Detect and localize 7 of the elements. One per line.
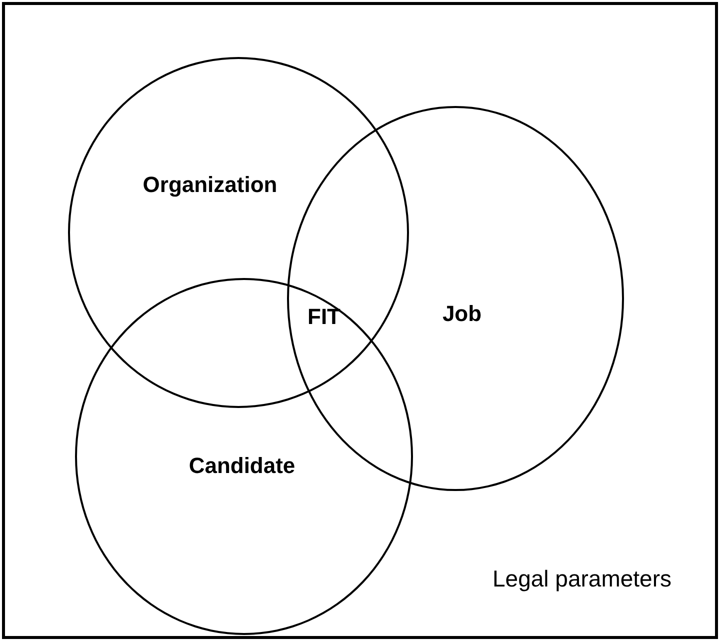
circle-label: Job bbox=[442, 301, 482, 327]
venn-circle bbox=[75, 278, 413, 635]
circle-label: Candidate bbox=[188, 453, 296, 479]
frame-title: Legal parameters bbox=[492, 566, 672, 592]
circle-label: Organization bbox=[142, 172, 278, 198]
venn-circle bbox=[68, 57, 409, 408]
overlap-label: FIT bbox=[308, 304, 340, 330]
